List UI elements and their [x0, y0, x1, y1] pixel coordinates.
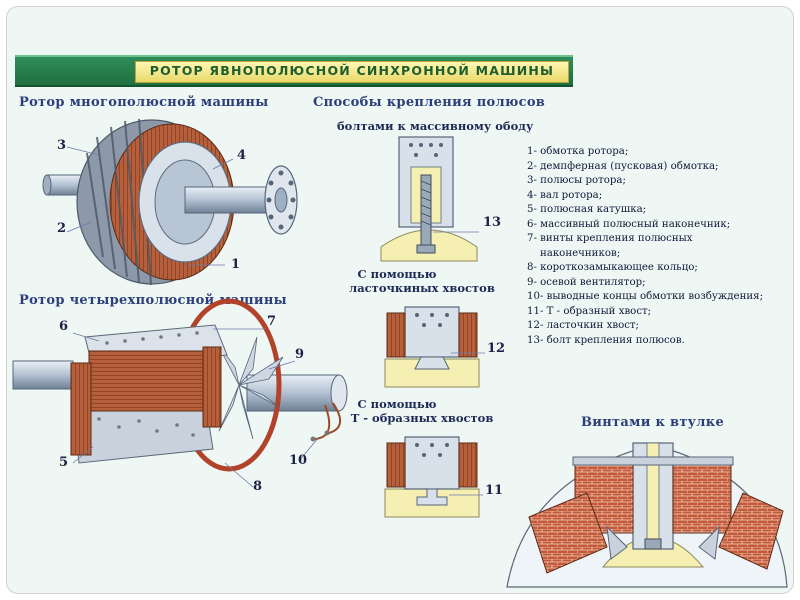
heading-fastening: Способы крепления полюсов: [313, 95, 546, 110]
callout-6: 6: [59, 319, 69, 334]
legend-item: 2- демпферная (пусковая) обмотка;: [527, 160, 719, 172]
heading-multipole: Ротор многополюсной машины: [19, 95, 269, 110]
title-bar: РОТОР ЯВНОПОЛЮСНОЙ СИНХРОННОЙ МАШИНЫ: [15, 55, 573, 87]
fastening-bolt-diagram: [380, 136, 485, 518]
shaft-right: [184, 186, 276, 214]
legend-item: 4- вал ротора;: [527, 189, 603, 201]
legend-item: 11- Т - образный хвост;: [527, 305, 652, 317]
dovetail-tail: [414, 356, 450, 370]
fourpole-shaft-right: [246, 374, 340, 412]
callout-11: 11: [485, 483, 504, 498]
title-plate: РОТОР ЯВНОПОЛЮСНОЙ СИНХРОННОЙ МАШИНЫ: [135, 61, 569, 83]
callout-8: 8: [253, 479, 263, 494]
method-dovetail-label-1: С помощью: [357, 267, 437, 281]
callout-13: 13: [483, 215, 502, 230]
method-dovetail-label-2: ласточкиных хвостов: [349, 281, 495, 295]
multipole-rotor-illustration: [42, 118, 298, 286]
pole-coil: [88, 350, 220, 412]
legend-item: 7- винты крепления полюсных: [527, 233, 693, 244]
legend-item: 10- выводные концы обмотки возбуждения;: [527, 291, 764, 302]
fourpole-rotor-illustration: [12, 298, 348, 488]
legend-item: 1- обмотка ротора;: [527, 146, 629, 157]
screws-to-hub-diagram: [506, 442, 788, 588]
callout-10: 10: [289, 453, 308, 468]
legend-item: 3- полюсы ротора;: [527, 175, 626, 186]
legend-item: 5- полюсная катушка;: [527, 204, 647, 215]
callout-5: 5: [59, 455, 69, 470]
legend-item: 12- ласточкин хвост;: [527, 320, 639, 331]
slide: РОТОР ЯВНОПОЛЮСНОЙ СИНХРОННОЙ МАШИНЫ Рот…: [6, 6, 794, 594]
legend: 1- обмотка ротора; 2- демпферная (пусков…: [527, 145, 793, 348]
page-title: РОТОР ЯВНОПОЛЮСНОЙ СИНХРОННОЙ МАШИНЫ: [149, 63, 555, 78]
callout-12: 12: [487, 341, 506, 356]
callout-7: 7: [267, 314, 277, 329]
callout-9: 9: [295, 347, 305, 362]
callout-4: 4: [237, 148, 247, 163]
legend-item: 13- болт крепления полюсов.: [527, 334, 685, 346]
hub-coil-right: [672, 462, 732, 534]
callout-1: 1: [231, 257, 241, 272]
callout-3: 3: [57, 138, 67, 153]
legend-item: 6- массивный полюсный наконечник;: [527, 218, 731, 230]
legend-item: 9- осевой вентилятор;: [527, 276, 646, 288]
heading-screws-hub: Винтами к втулке: [581, 415, 725, 430]
method-t-tail-label-1: С помощью: [357, 397, 437, 411]
method-bolts-label: болтами к массивному ободу: [337, 119, 534, 133]
legend-item: наконечников;: [527, 247, 621, 259]
t-tail: [416, 488, 448, 506]
method-t-tail-label-2: Т - образных хвостов: [350, 411, 494, 425]
callout-2: 2: [57, 221, 67, 236]
legend-item: 8- короткозамыкающее кольцо;: [527, 262, 698, 273]
